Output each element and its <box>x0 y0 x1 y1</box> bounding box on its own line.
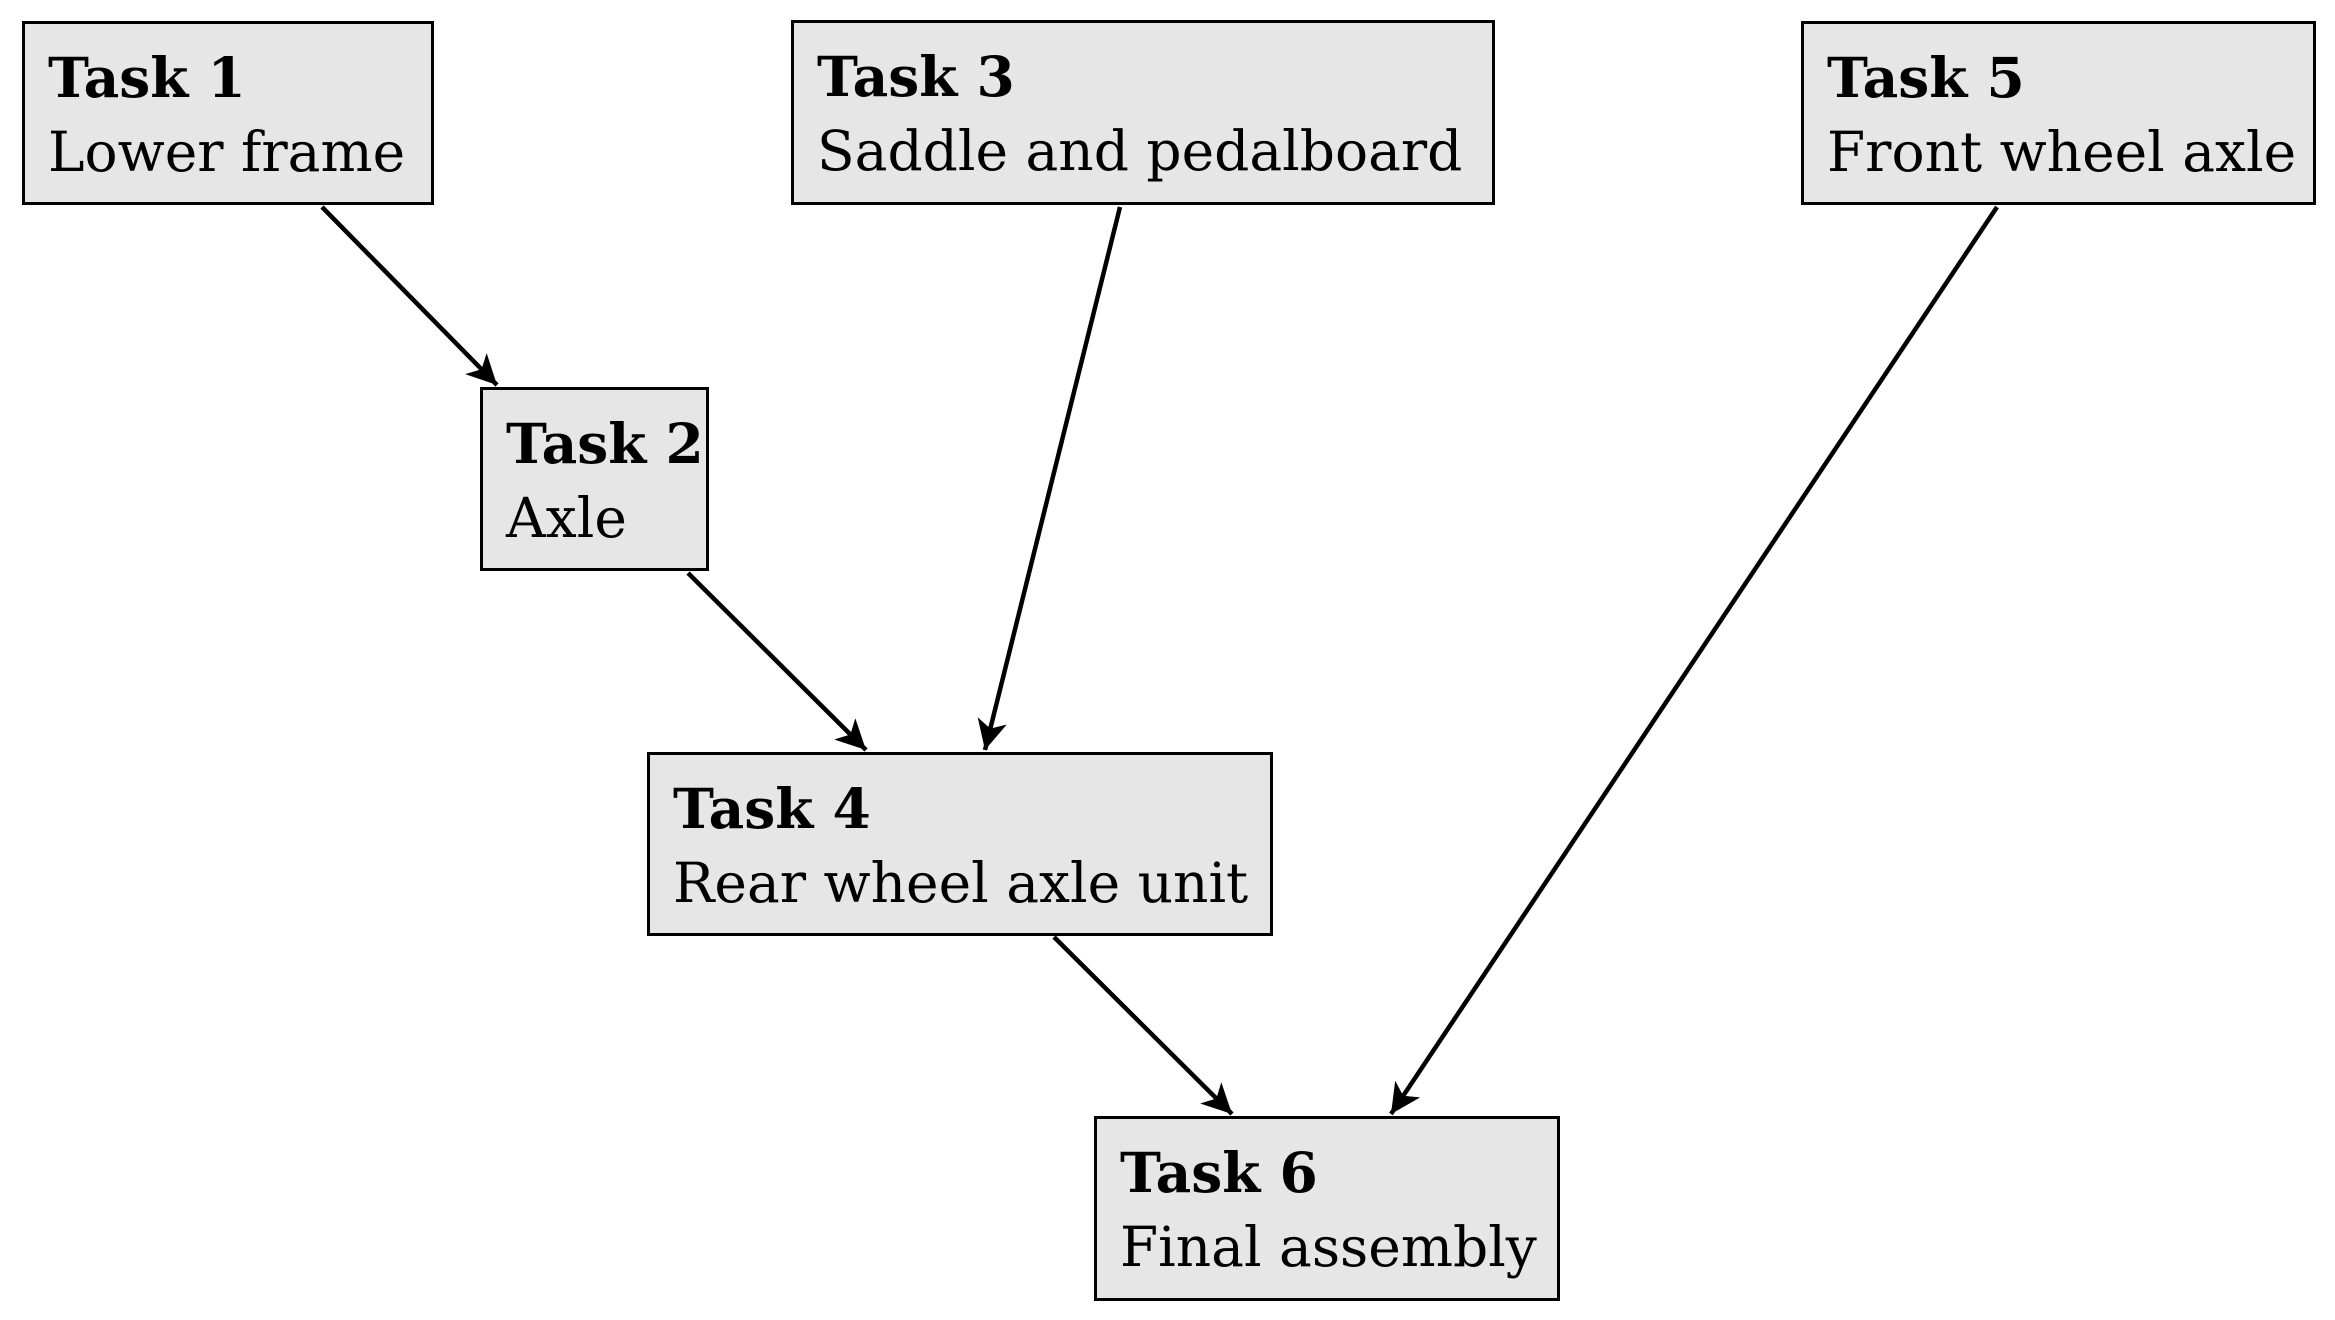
task-node-6: Task 6 Final assembly <box>1094 1116 1560 1301</box>
task-description: Lower frame <box>48 120 406 184</box>
task-node-5: Task 5 Front wheel axle <box>1801 21 2316 205</box>
edge-task5-to-task6 <box>1389 205 1999 1116</box>
task-node-4: Task 4 Rear wheel axle unit <box>647 752 1273 936</box>
task-description: Rear wheel axle unit <box>673 851 1249 915</box>
task-description: Final assembly <box>1120 1215 1537 1279</box>
task-description: Front wheel axle <box>1827 120 2297 184</box>
edge-task1-to-task2 <box>320 205 499 387</box>
task-title: Task 5 <box>1827 45 2025 110</box>
task-title: Task 4 <box>673 776 871 841</box>
task-title: Task 1 <box>48 45 246 110</box>
task-title: Task 3 <box>817 44 1015 109</box>
edge-task3-to-task4 <box>977 206 1123 751</box>
edge-task4-to-task6 <box>1052 935 1234 1116</box>
task-title: Task 6 <box>1120 1140 1318 1205</box>
task-node-1: Task 1 Lower frame <box>22 21 434 205</box>
task-description: Axle <box>506 486 627 550</box>
task-description: Saddle and pedalboard <box>817 119 1463 183</box>
task-node-2: Task 2 Axle <box>480 387 709 571</box>
task-title: Task 2 <box>506 411 704 476</box>
edge-task2-to-task4 <box>686 571 868 752</box>
task-node-3: Task 3 Saddle and pedalboard <box>791 20 1495 205</box>
